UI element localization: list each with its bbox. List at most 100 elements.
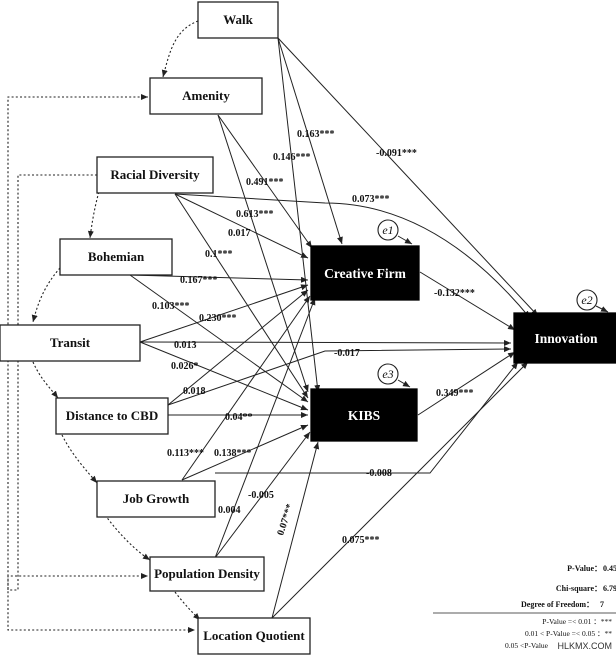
node-distance-cbd-label: Distance to CBD: [66, 408, 158, 423]
node-transit: Transit: [0, 324, 141, 362]
error-e3-label: e3: [382, 367, 393, 381]
path-walk-creative: [277, 37, 343, 245]
path-transit-kibs: [139, 341, 309, 411]
path-kibs-innovation: [417, 351, 516, 416]
path-amenity-creative: [217, 114, 313, 249]
node-job-growth-label: Job Growth: [123, 491, 190, 506]
error-e1-label: e1: [382, 223, 393, 237]
corr-racial-bohemian: [87, 187, 101, 239]
coef-racial-kibs: 0.1***: [205, 249, 233, 260]
path-walk-kibs: [277, 37, 321, 393]
node-transit-label: Transit: [50, 335, 91, 350]
path-transit-innovation: [139, 339, 512, 346]
coef-jobgrowth-creative: 0.113***: [167, 448, 204, 459]
coef-popdensity-kibs: -0.005: [248, 490, 274, 501]
path-racial-innovation: [174, 193, 531, 319]
path-creative-innovation: [419, 271, 516, 331]
stat-p-value-label: P-Value：: [567, 564, 602, 573]
node-racial-diversity-label: Racial Diversity: [110, 167, 200, 182]
path-distance-innovation: [167, 346, 512, 406]
legend-line-1: P-Value =< 0.01 ：***: [542, 617, 612, 626]
path-transit-creative: [139, 284, 309, 343]
path-jobgrowth-kibs: [181, 424, 309, 481]
coef-amenity-kibs: 0.613***: [236, 209, 274, 220]
corr-walk-amenity: [161, 20, 199, 78]
coef-creative-innovation: -0.132***: [434, 288, 475, 299]
corr-jobgrowth-popdensity: [104, 514, 151, 561]
path-distance-creative: [167, 289, 309, 406]
path-racial-creative: [174, 193, 309, 259]
stat-p-value: 0.45: [603, 564, 616, 573]
coef-walk-creative: 0.163***: [297, 129, 335, 140]
model-fit-stats: P-Value： 0.45 Chi-square： 6.79 Degree of…: [433, 564, 616, 651]
coef-jobgrowth-innovation: -0.008: [366, 468, 392, 479]
path-bohemian-kibs: [129, 274, 309, 403]
node-population-density-label: Population Density: [154, 566, 260, 581]
node-location-quotient: Location Quotient: [197, 617, 311, 655]
corr-bohemian-transit: [31, 267, 61, 323]
node-amenity: Amenity: [149, 77, 263, 115]
node-innovation-label: Innovation: [534, 331, 598, 346]
path-lq-kibs: [271, 441, 320, 619]
coef-kibs-innovation: 0.349***: [436, 388, 474, 399]
corr-distance-jobgrowth: [61, 434, 98, 484]
stat-dof: 7: [600, 600, 604, 609]
coef-transit-kibs: 0.026*: [171, 361, 199, 372]
path-lq-innovation: [271, 361, 529, 619]
stat-dof-label: Degree of Freedom：: [521, 600, 594, 609]
error-e3: e3: [377, 363, 411, 388]
coef-jobgrowth-kibs: 0.138***: [214, 448, 252, 459]
coef-lq-innovation: 0.075***: [342, 535, 380, 546]
node-bohemian: Bohemian: [59, 238, 173, 276]
watermark: HLKMX.COM: [557, 641, 612, 651]
node-creative-firm-label: Creative Firm: [324, 266, 407, 281]
stat-chi-square-label: Chi-square：: [556, 584, 602, 593]
coefficient-labels: 0.163*** 0.146*** -0.091*** 0.491*** 0.6…: [152, 129, 475, 546]
coef-popdensity-creative: 0.004: [218, 505, 241, 516]
coef-amenity-creative: 0.491***: [246, 177, 284, 188]
node-distance-cbd: Distance to CBD: [55, 397, 169, 435]
path-popdensity-creative: [214, 297, 316, 559]
coef-racial-creative: 0.017: [228, 228, 251, 239]
coef-bohemian-creative: 0.167***: [180, 275, 218, 286]
node-racial-diversity: Racial Diversity: [96, 156, 214, 194]
coef-transit-innovation: 0.013: [174, 340, 197, 351]
coef-lq-kibs: 0.07***: [275, 503, 296, 537]
path-amenity-kibs: [217, 114, 309, 393]
coef-walk-innovation: -0.091***: [376, 148, 417, 159]
regression-paths: [129, 37, 539, 619]
node-walk: Walk: [197, 1, 279, 39]
legend-line-3: 0.05 <P-Value: [505, 641, 549, 650]
node-kibs: KIBS: [310, 388, 418, 442]
node-creative-firm: Creative Firm: [310, 245, 420, 301]
node-walk-label: Walk: [223, 12, 253, 27]
coef-walk-kibs: 0.146***: [273, 152, 311, 163]
path-jobgrowth-creative: [181, 295, 311, 481]
node-bohemian-label: Bohemian: [88, 249, 145, 264]
error-e2: e2: [576, 289, 609, 313]
corr-racial-popdensity: [7, 174, 148, 591]
coef-racial-innovation: 0.073***: [352, 194, 390, 205]
node-innovation: Innovation: [513, 312, 616, 364]
path-popdensity-kibs: [214, 431, 311, 559]
path-jobgrowth-innovation: [215, 361, 519, 474]
stat-chi-square: 6.79: [603, 584, 616, 593]
coef-distance-creative: 0.018: [183, 386, 206, 397]
node-location-quotient-label: Location Quotient: [203, 628, 305, 643]
legend-line-2: 0.01 < P-Value =< 0.05 ：**: [525, 629, 612, 638]
coef-bohemian-kibs: 0.103***: [152, 301, 190, 312]
node-job-growth: Job Growth: [96, 480, 216, 518]
corr-transit-distance: [32, 361, 59, 399]
coef-distance-innovation: -0.017: [334, 348, 360, 359]
coef-distance-kibs: 0.04**: [225, 412, 253, 423]
error-e2-label: e2: [581, 293, 592, 307]
coef-transit-creative: 0.230***: [199, 313, 237, 324]
path-bohemian-creative: [129, 274, 309, 283]
error-e1: e1: [377, 219, 413, 245]
node-kibs-label: KIBS: [348, 408, 380, 423]
path-walk-innovation: [277, 37, 539, 317]
node-amenity-label: Amenity: [182, 88, 230, 103]
node-population-density: Population Density: [149, 556, 265, 592]
corr-popdensity-lq: [174, 591, 201, 621]
